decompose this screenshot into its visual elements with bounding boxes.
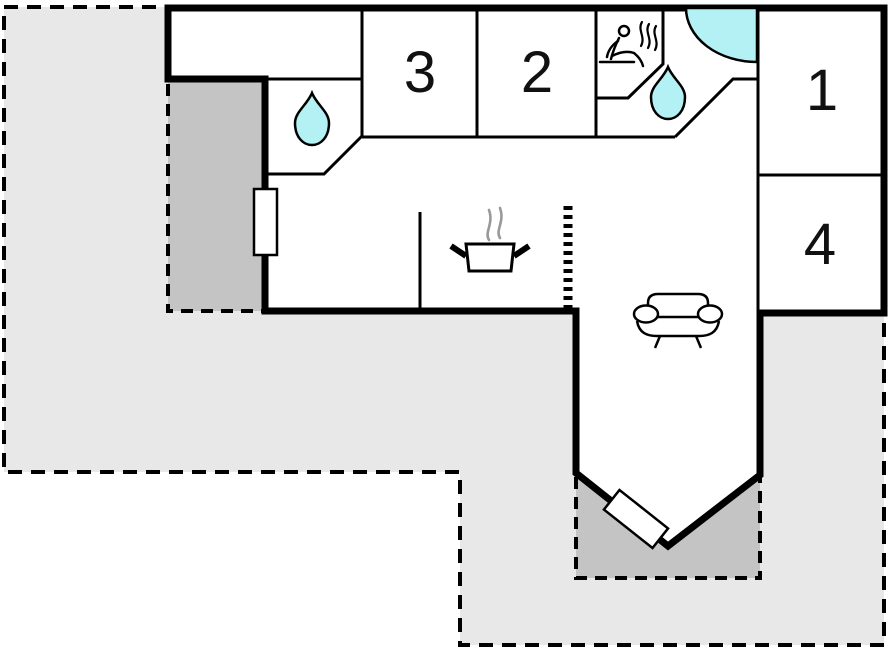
room-2-label: 2 bbox=[521, 40, 553, 105]
room-4-label: 4 bbox=[804, 212, 836, 277]
entrance-door-icon bbox=[602, 488, 670, 550]
patio-left-area bbox=[166, 78, 267, 313]
sofa-icon bbox=[632, 292, 724, 349]
room-1-label: 1 bbox=[806, 58, 838, 123]
water-drop-icon bbox=[649, 63, 687, 121]
corner-bath-icon bbox=[684, 6, 759, 64]
room-3-label: 3 bbox=[404, 40, 436, 105]
door-icon bbox=[252, 187, 279, 257]
sauna-icon bbox=[598, 20, 658, 68]
water-drop-icon bbox=[293, 89, 331, 147]
interior-walls bbox=[267, 8, 884, 313]
cooking-pot-icon bbox=[449, 206, 531, 273]
